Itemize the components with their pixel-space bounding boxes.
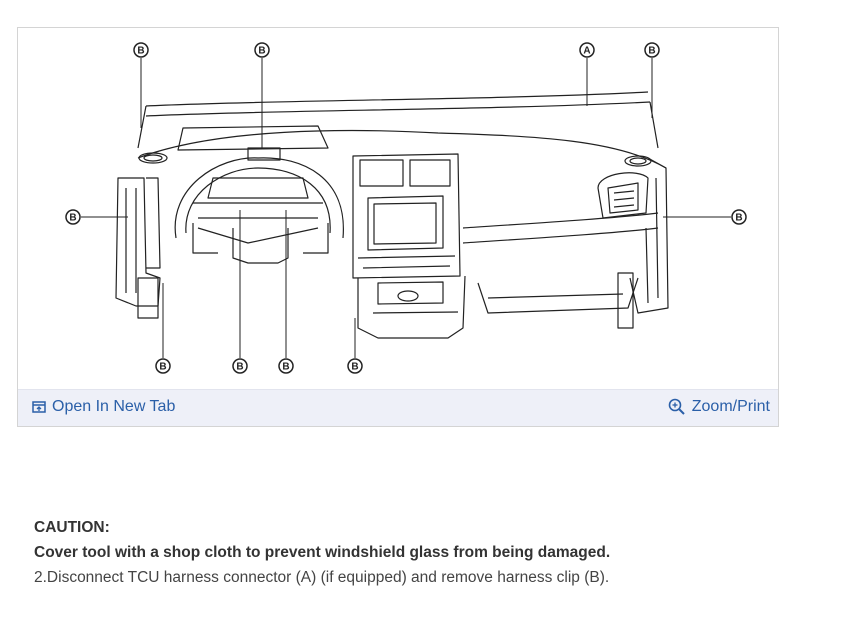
dashboard-diagram: B B A B B B B B bbox=[65, 42, 747, 374]
zoom-print-label: Zoom/Print bbox=[691, 398, 770, 415]
zoom-icon bbox=[668, 398, 686, 416]
svg-text:A: A bbox=[583, 46, 590, 57]
svg-text:B: B bbox=[735, 213, 742, 224]
leader-lines bbox=[81, 58, 731, 358]
callout-b-bottom-2: B bbox=[232, 358, 248, 374]
callout-b-bottom-1: B bbox=[155, 358, 171, 374]
callout-b-right: B bbox=[731, 209, 747, 225]
callout-b-top-center: B bbox=[254, 42, 270, 58]
dashboard-outline bbox=[115, 91, 669, 339]
figure-toolbar: Open In New Tab Zoom/Print bbox=[18, 389, 778, 426]
svg-text:B: B bbox=[236, 362, 243, 373]
callout-b-bottom-4: B bbox=[347, 358, 363, 374]
caution-title: CAUTION: bbox=[34, 519, 110, 536]
open-new-tab-icon bbox=[32, 400, 46, 414]
svg-text:B: B bbox=[258, 46, 265, 57]
open-new-tab-label: Open In New Tab bbox=[52, 398, 176, 415]
instruction-text: CAUTION: Cover tool with a shop cloth to… bbox=[34, 515, 610, 590]
svg-text:B: B bbox=[69, 213, 76, 224]
svg-text:B: B bbox=[351, 362, 358, 373]
svg-text:B: B bbox=[282, 362, 289, 373]
callout-b-bottom-3: B bbox=[278, 358, 294, 374]
open-new-tab-link[interactable]: Open In New Tab bbox=[32, 398, 175, 416]
svg-text:B: B bbox=[159, 362, 166, 373]
step-text: 2.Disconnect TCU harness connector (A) (… bbox=[34, 569, 610, 586]
svg-text:B: B bbox=[137, 46, 144, 57]
caution-text: Cover tool with a shop cloth to prevent … bbox=[34, 544, 611, 561]
callout-b-top-right: B bbox=[644, 42, 660, 58]
callout-a-top: A bbox=[579, 42, 595, 58]
callout-b-top-left: B bbox=[133, 42, 149, 58]
figure-panel: B B A B B B B B bbox=[17, 27, 779, 427]
callout-b-left: B bbox=[65, 209, 81, 225]
svg-text:B: B bbox=[648, 46, 655, 57]
zoom-print-link[interactable]: Zoom/Print bbox=[668, 398, 770, 416]
